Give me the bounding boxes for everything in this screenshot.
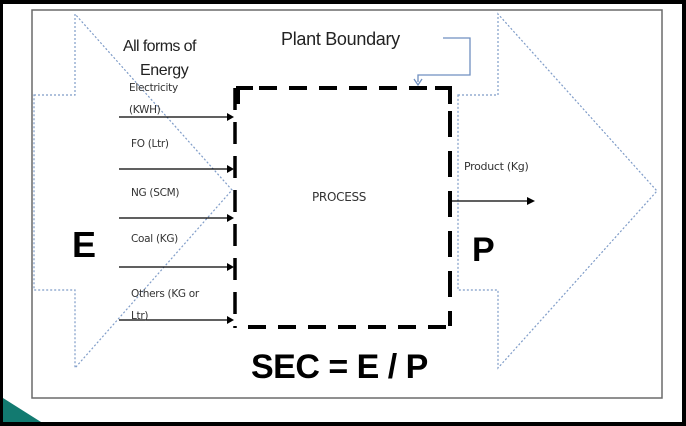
input-label-others-unit: Ltr) [131, 310, 149, 322]
energy-input-arrow [33, 12, 233, 370]
input-arrowhead [227, 263, 234, 271]
input-label-electricity: Electricity [129, 82, 178, 94]
inner-frame [31, 9, 663, 399]
output-arrowhead [527, 197, 535, 205]
input-label-electricity-unit: (KWH) [129, 104, 161, 116]
input-label-coal: Coal (KG) [131, 233, 178, 245]
input-label-others: Others (KG or [131, 288, 199, 300]
input-arrowhead [227, 214, 234, 222]
plant-boundary-pointer-head [413, 78, 423, 87]
corner-accent-triangle [3, 398, 41, 422]
diagram-canvas [31, 9, 663, 399]
input-label-fo: FO (Ltr) [131, 138, 169, 150]
energy-symbol: E [72, 224, 97, 265]
input-arrows [119, 113, 234, 324]
sec-formula: SEC = E / P [251, 348, 428, 386]
input-arrowhead [227, 113, 234, 121]
product-output-arrow [457, 12, 658, 370]
all-forms-of-energy-line2: Energy [140, 62, 189, 79]
product-symbol: P [472, 231, 495, 269]
process-box-corner-tr [435, 86, 452, 104]
plant-boundary-label: Plant Boundary [281, 29, 400, 49]
plant-boundary-pointer [417, 37, 471, 82]
slide: All forms of Energy Plant Boundary Elect… [3, 4, 682, 422]
input-arrowhead [227, 316, 234, 324]
process-box-corner-tl [236, 86, 253, 104]
input-label-ng: NG (SCM) [131, 187, 180, 199]
input-arrowhead [227, 165, 234, 173]
output-label-product: Product (Kg) [464, 160, 529, 173]
all-forms-of-energy-line1: All forms of [123, 38, 196, 55]
process-label: PROCESS [312, 190, 367, 204]
